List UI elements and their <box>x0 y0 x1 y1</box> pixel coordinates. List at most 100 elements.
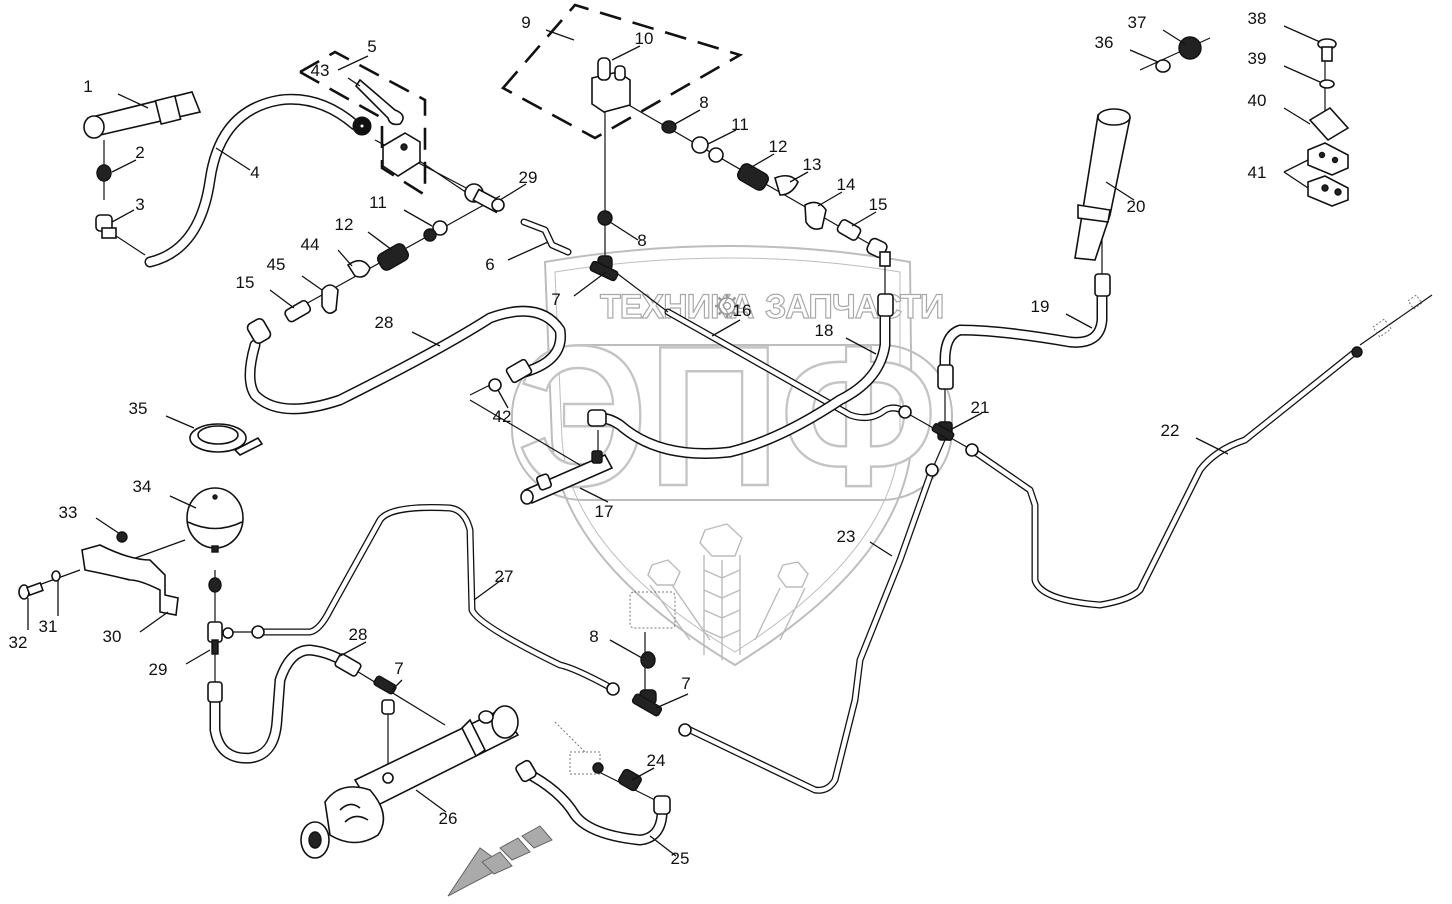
hose-4-end <box>352 116 372 136</box>
callout-number: 35 <box>129 399 148 418</box>
watermark-brand-right: ЗАПЧАСТИ <box>765 288 943 326</box>
callout-number: 11 <box>369 193 387 212</box>
callout-number: 33 <box>59 503 78 522</box>
callout-39: 39 <box>1248 49 1321 83</box>
callout-leader-line <box>269 289 295 309</box>
callout-3: 3 <box>111 195 145 223</box>
part-42-washer <box>488 378 502 392</box>
callout-leader-line <box>949 412 983 431</box>
callout-leader-line <box>1065 313 1093 329</box>
callout-42: 42 <box>493 389 511 426</box>
callout-leader-line <box>611 45 641 61</box>
callout-number: 37 <box>1128 13 1147 32</box>
callout-number: 6 <box>485 255 494 274</box>
callout-number: 29 <box>519 168 538 187</box>
callout-number: 8 <box>637 231 646 250</box>
callout-24: 24 <box>631 751 666 781</box>
hose-25-end <box>515 759 537 783</box>
callout-number: 4 <box>250 163 259 182</box>
part-11-nut-right <box>691 136 724 163</box>
callout-leader-line <box>415 789 447 813</box>
callout-leader-line <box>649 835 677 857</box>
callout-8: 8 <box>674 93 709 125</box>
callout-leader-line <box>111 209 135 223</box>
callout-40: 40 <box>1248 91 1311 125</box>
callout-21: 21 <box>949 398 990 431</box>
pipes <box>144 93 1359 846</box>
callout-34: 34 <box>133 477 197 509</box>
callout-23: 23 <box>837 527 893 557</box>
part-15-coupler-right <box>836 219 862 241</box>
callout-leader-line <box>1283 171 1309 189</box>
part-40-plate <box>1308 106 1350 142</box>
part-33-nut <box>116 531 128 543</box>
callout-leader-line <box>1195 437 1229 455</box>
part-8-fitting-upper <box>661 120 677 134</box>
part-20-cylinder <box>1074 108 1131 261</box>
part-43-strap <box>354 78 404 126</box>
callout-number: 14 <box>837 175 856 194</box>
callout-leader-line <box>579 487 609 503</box>
part-15-coupler-left <box>284 299 312 323</box>
callout-number: 29 <box>149 660 168 679</box>
part-34-accumulator <box>186 487 244 553</box>
callout-number: 21 <box>971 398 990 417</box>
part-5-valve-block <box>382 132 421 177</box>
callout-33: 33 <box>59 503 121 535</box>
part-37-nut <box>1178 36 1202 60</box>
callout-number: 26 <box>439 809 458 828</box>
part-44-cap-left <box>346 259 371 278</box>
pipe-22-start <box>965 443 979 457</box>
callout-number: 40 <box>1248 91 1267 110</box>
part-41-clamp-upper <box>1307 142 1349 176</box>
callout-11: 11 <box>369 193 433 227</box>
part-26-cylinder <box>300 705 520 859</box>
callout-leader-line <box>117 93 149 109</box>
callout-leader-line <box>609 221 639 241</box>
callout-leader-line <box>851 211 877 227</box>
callout-leader-line <box>337 55 369 71</box>
callout-number: 34 <box>133 477 152 496</box>
part-11-nut-left <box>423 220 448 242</box>
callout-17: 17 <box>579 487 613 521</box>
callout-leader-line <box>1129 49 1159 63</box>
part-35-clamp <box>189 423 264 456</box>
callout-number: 41 <box>1248 163 1267 182</box>
valve-group-9-box <box>500 3 744 140</box>
part-30-bracket <box>81 544 179 616</box>
hose-18-end <box>877 293 894 317</box>
callout-leader-line <box>403 209 433 227</box>
callout-number: 24 <box>647 751 666 770</box>
callout-leader-line <box>1283 65 1321 83</box>
callout-number: 8 <box>699 93 708 112</box>
callout-leader-line <box>707 129 737 145</box>
callout-25: 25 <box>649 835 689 868</box>
callout-number: 32 <box>9 633 28 652</box>
part-7-tee-lower-right <box>631 689 663 717</box>
callout-leader-line <box>165 415 195 429</box>
callout-number: 15 <box>236 273 255 292</box>
callout-leader-line <box>845 337 877 355</box>
callout-27: 27 <box>473 567 513 601</box>
callout-36: 36 <box>1095 33 1159 63</box>
callout-number: 7 <box>394 659 403 678</box>
part-3-elbow-right <box>866 237 891 267</box>
part-10-solenoid-valve <box>591 57 631 113</box>
callout-15: 15 <box>851 195 887 227</box>
callout-leader-line <box>347 77 361 87</box>
callout-number: 44 <box>301 235 320 254</box>
callout-4: 4 <box>215 147 260 182</box>
callout-leader-line <box>631 767 655 781</box>
part-14-cap <box>804 201 827 230</box>
callout-leader-line <box>789 171 809 183</box>
part-7-tee-upper <box>589 255 619 282</box>
callout-29: 29 <box>499 168 538 201</box>
callout-leader-line <box>1283 107 1311 125</box>
callout-number: 38 <box>1248 9 1267 28</box>
callout-number: 7 <box>551 290 560 309</box>
callout-number: 16 <box>733 301 752 320</box>
callout-number: 20 <box>1127 197 1146 216</box>
part-1-pin <box>83 91 202 139</box>
part-21-tee <box>931 421 955 441</box>
part-10-ghost-valve <box>629 591 676 629</box>
